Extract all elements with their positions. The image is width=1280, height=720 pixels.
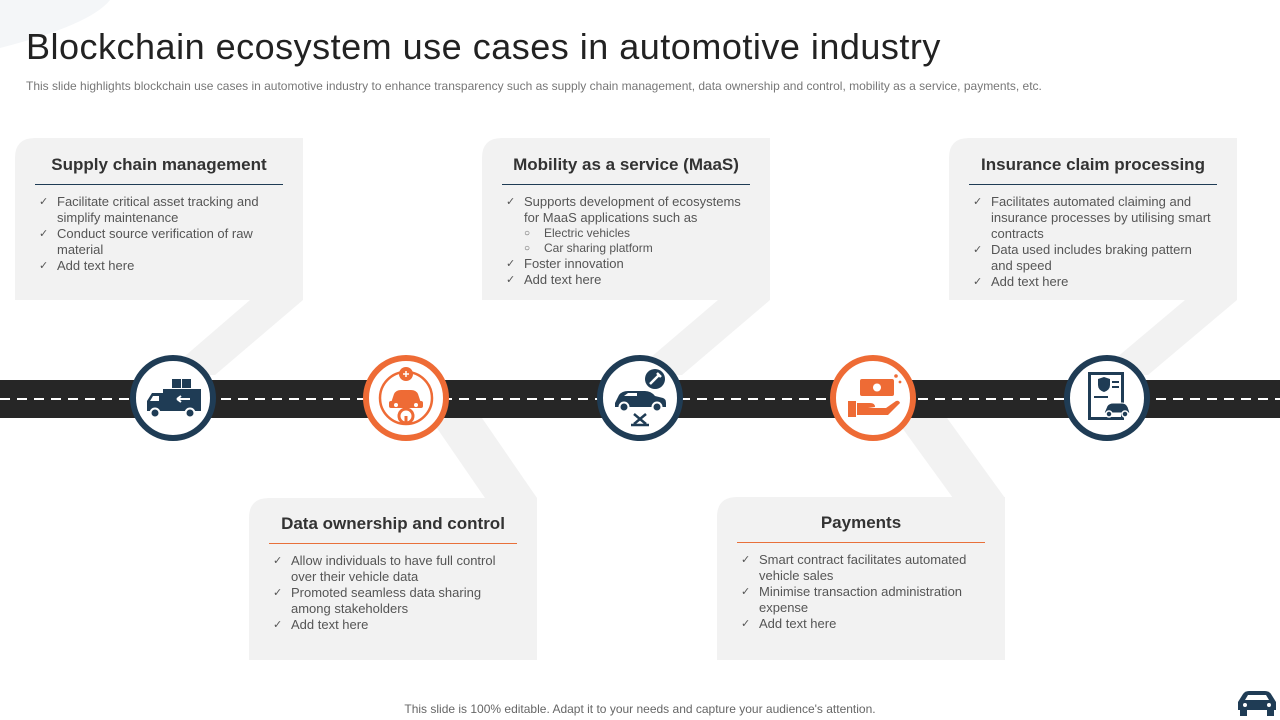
card-maas: Mobility as a service (MaaS) ✓Supports d… (482, 145, 770, 288)
bullet-list: ✓Facilitates automated claiming and insu… (969, 194, 1217, 290)
card-payments: Payments ✓Smart contract facilitates aut… (717, 503, 1005, 632)
list-item: ✓Smart contract facilitates automated ve… (741, 552, 967, 583)
list-item: ✓Facilitate critical asset tracking and … (39, 194, 259, 225)
list-item: ✓Add text here (741, 616, 837, 631)
check-icon: ✓ (506, 274, 516, 286)
bullet-list: ✓Allow individuals to have full control … (269, 553, 517, 633)
car-repair-icon (597, 355, 683, 441)
check-icon: ✓ (741, 554, 751, 566)
check-icon: ✓ (973, 196, 983, 208)
heading-rule (969, 184, 1217, 185)
check-icon: ✓ (273, 587, 283, 599)
card-bg-maas (482, 138, 770, 300)
circle-bullet-icon: ○ (524, 228, 531, 239)
slide-footer: This slide is 100% editable. Adapt it to… (404, 702, 876, 716)
slide-title: Blockchain ecosystem use cases in automo… (26, 26, 941, 67)
card-heading: Data ownership and control (281, 514, 505, 533)
insurance-document-icon (1064, 355, 1150, 441)
connected-driver-icon (363, 355, 449, 441)
list-item: ✓Add text here (973, 274, 1069, 289)
heading-rule (269, 543, 517, 544)
list-item: ✓Supports development of ecosystems for … (506, 194, 741, 225)
card-supply-chain: Supply chain management ✓Facilitate crit… (15, 145, 303, 274)
list-item: ✓Conduct source verification of raw mate… (39, 226, 253, 257)
card-heading: Supply chain management (51, 155, 267, 174)
list-item: ✓Allow individuals to have full control … (273, 553, 496, 584)
card-bg-insurance (949, 138, 1237, 300)
card-heading: Insurance claim processing (981, 155, 1205, 174)
check-icon: ✓ (39, 260, 49, 272)
card-bg-payments (717, 497, 1005, 660)
connector-payments (895, 418, 1005, 498)
card-bg-data (249, 498, 537, 660)
sub-list-item: ○Car sharing platform (524, 241, 653, 255)
connector-insurance (1096, 300, 1237, 375)
card-bg-supply (15, 138, 303, 300)
list-item: ✓Facilitates automated claiming and insu… (973, 194, 1211, 241)
list-item: ✓Promoted seamless data sharing among st… (273, 585, 482, 616)
check-icon: ✓ (973, 276, 983, 288)
check-icon: ✓ (506, 258, 516, 270)
slide-subtitle: This slide highlights blockchain use cas… (26, 79, 1042, 93)
connector-data (430, 418, 537, 498)
card-data-ownership: Data ownership and control ✓Allow indivi… (249, 504, 537, 633)
connector-maas (630, 300, 770, 375)
list-item: ✓Foster innovation (506, 256, 624, 271)
check-icon: ✓ (506, 196, 516, 208)
card-insurance: Insurance claim processing ✓Facilitates … (949, 145, 1237, 290)
list-item: ✓Add text here (273, 617, 369, 632)
circle-bullet-icon: ○ (524, 243, 531, 254)
sub-list-item: ○Electric vehicles (524, 226, 631, 240)
heading-rule (502, 184, 750, 185)
check-icon: ✓ (273, 555, 283, 567)
check-icon: ✓ (973, 244, 983, 256)
payment-hand-icon (830, 355, 916, 441)
bullet-list: ✓Supports development of ecosystems for … (502, 194, 750, 288)
card-heading: Payments (820, 513, 902, 532)
list-item: ✓Data used includes braking pattern and … (973, 242, 1192, 273)
list-item: ✓Add text here (39, 258, 135, 273)
list-item: ✓Minimise transaction administration exp… (741, 584, 963, 615)
heading-rule (35, 184, 283, 185)
card-heading: Mobility as a service (MaaS) (513, 155, 739, 174)
connector-supply (163, 300, 303, 375)
delivery-truck-icon (130, 355, 216, 441)
bullet-list: ✓Smart contract facilitates automated ve… (737, 552, 985, 632)
check-icon: ✓ (39, 196, 49, 208)
heading-rule (737, 542, 985, 543)
list-item: ✓Add text here (506, 272, 602, 287)
car-logo-icon (1238, 691, 1276, 716)
check-icon: ✓ (741, 618, 751, 630)
bullet-list: ✓Facilitate critical asset tracking and … (35, 194, 283, 274)
check-icon: ✓ (741, 586, 751, 598)
check-icon: ✓ (273, 619, 283, 631)
decorative-corner (0, 0, 110, 48)
check-icon: ✓ (39, 228, 49, 240)
